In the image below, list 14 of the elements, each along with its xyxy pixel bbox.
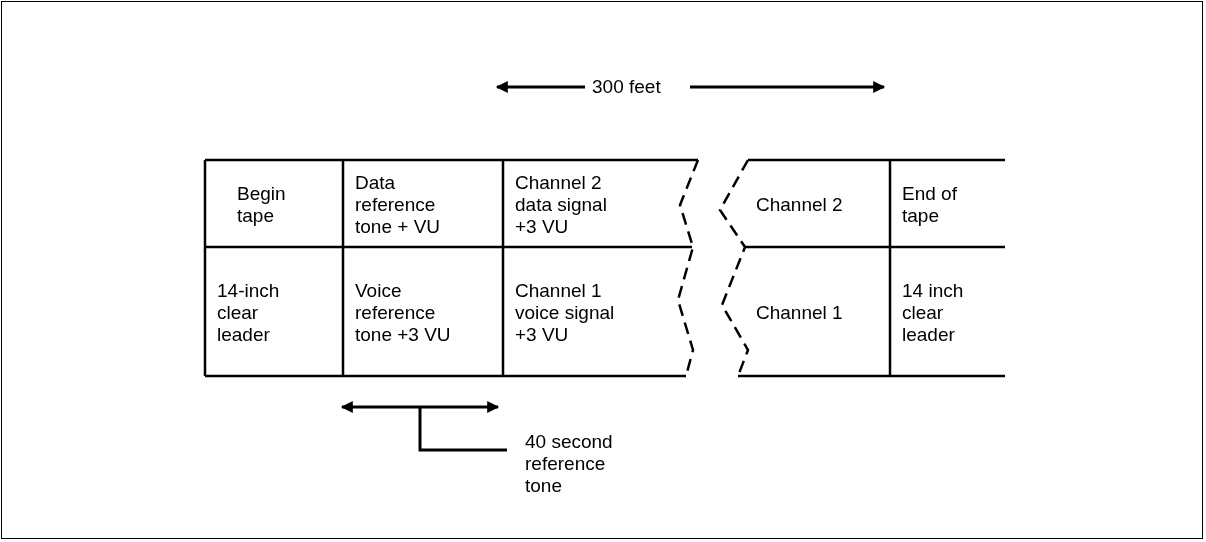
callout-text: 40 second reference tone (525, 431, 614, 497)
segment-label: Channel 1 voice signal +3 VU (515, 279, 616, 346)
segment-label: Channel 2 (755, 193, 843, 216)
segment-label: Voice reference tone +3 VU (355, 279, 452, 346)
segment-label: Data reference tone + VU (355, 171, 442, 238)
segment-label: Channel 1 (755, 301, 843, 324)
segment-label: 14 inch clear leader (902, 279, 965, 346)
leader-line (418, 407, 507, 452)
segment-label: End of tape (902, 182, 958, 227)
dimension-line (340, 401, 500, 413)
segment-label: 14-inch clear leader (217, 279, 281, 346)
segment-label: Begin tape (237, 182, 287, 227)
segment-label: Channel 2 data signal +3 VU (515, 171, 608, 238)
dimension-label: 300 feet (592, 76, 661, 98)
